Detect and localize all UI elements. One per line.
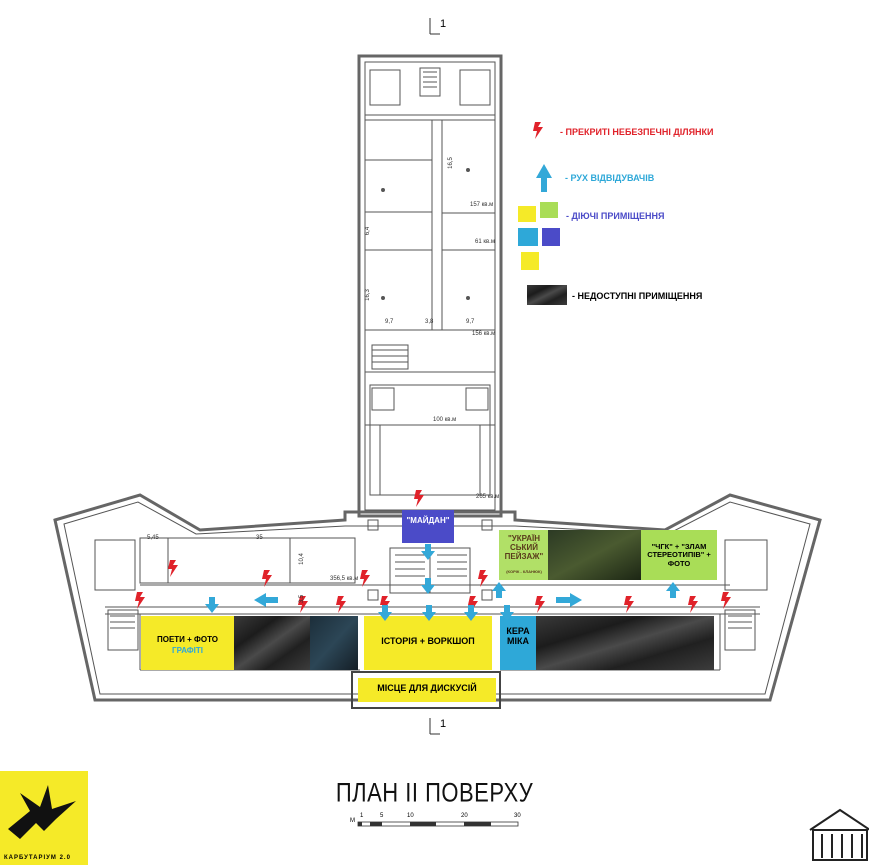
- section-mark-top: 1: [440, 18, 447, 30]
- room-maidan[interactable]: [402, 510, 454, 543]
- dim-label: 6,4: [365, 226, 372, 236]
- legend-swatches: [518, 202, 567, 305]
- label-ceramics: КЕРА МІКА: [506, 626, 530, 646]
- arrow-down-icon: [205, 597, 219, 613]
- scale-tick: 1: [360, 813, 364, 819]
- arrow-icons: [205, 164, 680, 621]
- danger-icons: [135, 122, 731, 613]
- dim-label: 9,7: [466, 319, 475, 325]
- danger-icon: [721, 592, 731, 609]
- section-lines: [429, 18, 440, 735]
- north-wing: [357, 54, 503, 518]
- label-chgk: "ЧГК" + "ЗЛАМ СТЕРЕОТИПІВ" + ФОТО: [647, 542, 711, 568]
- danger-icon: [535, 596, 545, 613]
- legend-danger: - ПРЕКРИТІ НЕБЕЗПЕЧНІ ДІЛЯНКИ: [560, 127, 714, 137]
- label-discussion: МІСЦЕ ДЛЯ ДИСКУСІЙ: [377, 683, 477, 693]
- danger-icon: [336, 596, 346, 613]
- room-history[interactable]: [364, 616, 492, 670]
- room-unavailable-right: [536, 616, 714, 670]
- danger-icon: [360, 570, 370, 587]
- dim-label: 356,5 кв.м: [330, 576, 359, 582]
- scale-m: M: [350, 818, 355, 824]
- arrow-up-icon: [492, 582, 506, 598]
- dim-label: 157 кв.м: [470, 202, 494, 208]
- danger-icon: [298, 596, 308, 613]
- room-ukr-landscape[interactable]: [499, 530, 549, 580]
- scale-tick: 10: [407, 813, 414, 819]
- danger-icon: [533, 122, 543, 139]
- dim-label: 3,8: [425, 319, 434, 325]
- crane-icon: [8, 785, 76, 839]
- scale-tick: 30: [514, 813, 521, 819]
- page-title: ПЛАН ІІ ПОВЕРХУ: [335, 777, 534, 808]
- main-wing: [53, 493, 822, 702]
- label-graffiti: ГРАФІТІ: [172, 646, 203, 655]
- building-icon: [809, 808, 869, 861]
- danger-icon: [168, 560, 178, 577]
- arrow-right-icon: [556, 593, 582, 607]
- dim-label: 16,3: [364, 289, 371, 301]
- label-ukr-landscape: "УКРАЇН СЬКИЙ ПЕЙЗАЖ": [504, 534, 544, 561]
- scale-tick: 20: [461, 813, 468, 819]
- label-history: ІСТОРІЯ + ВОРКШОП: [381, 636, 475, 646]
- dim-label: 5,45: [147, 535, 159, 541]
- label-poets: ПОЕТИ + ФОТО: [156, 635, 219, 644]
- dim-label: 100 кв.м: [433, 417, 457, 423]
- dim-label: 35: [256, 535, 263, 541]
- danger-icon: [688, 596, 698, 613]
- dim-label: 3,5: [299, 594, 306, 604]
- arrow-down-icon: [464, 605, 478, 621]
- danger-icon: [135, 592, 145, 609]
- room-ceramics[interactable]: [500, 616, 536, 670]
- room-unavailable-left-blue: [310, 616, 358, 670]
- legend-active: - ДІЮЧІ ПРИМІЩЕННЯ: [566, 211, 665, 221]
- dim-label: 265 кв.м: [476, 494, 500, 500]
- danger-icon: [468, 596, 478, 613]
- scale-tick: 5: [380, 813, 384, 819]
- discussion-frame: [351, 671, 501, 709]
- scale-bar: [357, 821, 519, 827]
- arrow-down-icon: [421, 544, 435, 560]
- dim-label: 10,4: [298, 553, 305, 565]
- arrow-up-icon: [666, 582, 680, 598]
- arrow-up-icon: [536, 164, 552, 192]
- danger-icon: [478, 570, 488, 587]
- danger-icon: [624, 596, 634, 613]
- room-poets[interactable]: [141, 616, 234, 670]
- arrow-down-icon: [421, 578, 435, 594]
- room-chgk[interactable]: [641, 530, 717, 580]
- room-discussion[interactable]: [358, 678, 496, 702]
- arrow-down-icon: [422, 605, 436, 621]
- label-ukr-landscape-sub: (КОРЖ - КЛАНЮК): [506, 569, 542, 574]
- dim-label: 16,5: [447, 157, 454, 169]
- arrow-down-icon: [378, 605, 392, 621]
- logo-text: КАРБУТАРІУМ 2.0: [4, 855, 71, 861]
- danger-icon: [380, 596, 390, 613]
- dim-label: 156 кв.м: [472, 331, 496, 337]
- room-unavailable-top: [548, 530, 641, 580]
- legend-movement: - РУХ ВІДВІДУВАЧІВ: [565, 173, 655, 183]
- section-mark-bottom: 1: [440, 718, 447, 730]
- danger-icon: [414, 490, 424, 507]
- label-maidan: "МАЙДАН": [406, 516, 450, 525]
- room-unavailable-left: [234, 616, 310, 670]
- danger-icon: [262, 570, 272, 587]
- dim-label: 61 кв.м: [475, 239, 495, 245]
- dim-label: 9,7: [385, 319, 394, 325]
- legend-unavailable: - НЕДОСТУПНІ ПРИМІЩЕННЯ: [572, 291, 703, 301]
- arrow-left-icon: [254, 593, 278, 607]
- arrow-down-icon: [500, 605, 514, 621]
- logo: КАРБУТАРІУМ 2.0: [0, 771, 88, 865]
